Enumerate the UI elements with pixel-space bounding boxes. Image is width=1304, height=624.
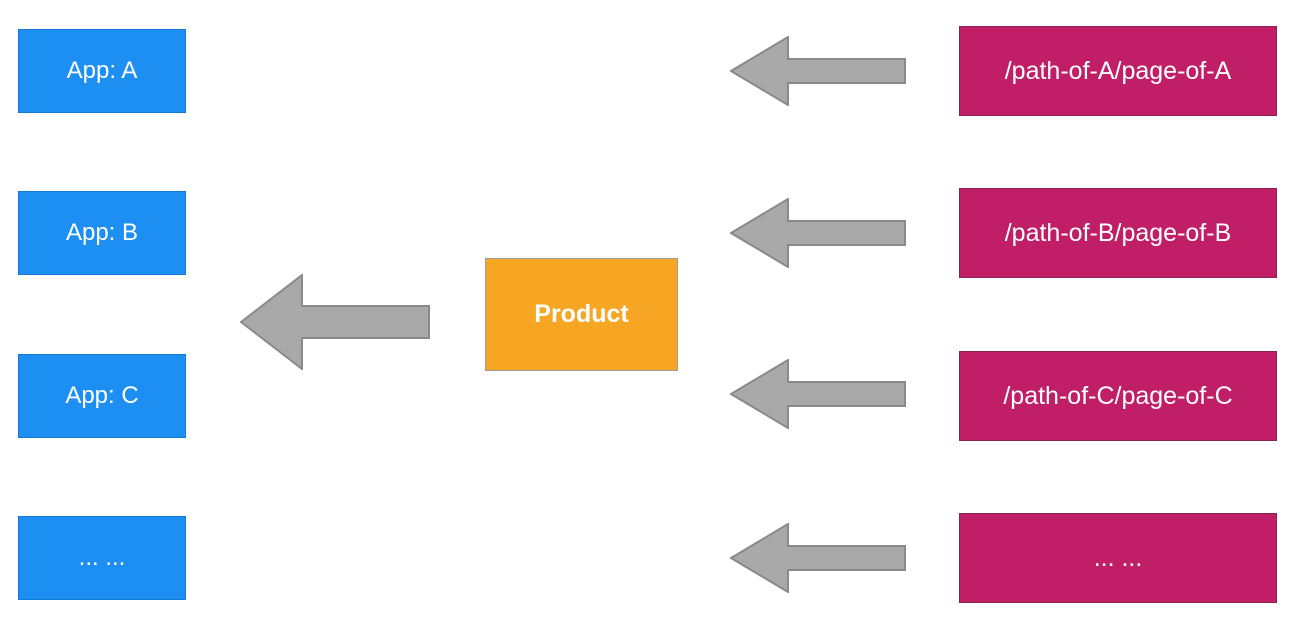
path-more-to-product-arrow-icon: [730, 523, 906, 593]
app-more-box: ... ...: [18, 516, 186, 600]
path-a-box: /path-of-A/page-of-A: [959, 26, 1277, 116]
path-a-to-product-arrow-icon: [730, 36, 906, 106]
path-more-label: ... ...: [1093, 543, 1143, 572]
app-a-box: App: A: [18, 29, 186, 113]
path-c-box: /path-of-C/page-of-C: [959, 351, 1277, 441]
app-c-label: App: C: [65, 382, 139, 409]
product-box: Product: [485, 258, 678, 371]
app-b-box: App: B: [18, 191, 186, 275]
product-label: Product: [534, 300, 629, 328]
app-b-label: App: B: [65, 219, 139, 246]
path-a-label: /path-of-A/page-of-A: [1004, 56, 1232, 85]
app-c-box: App: C: [18, 354, 186, 438]
path-c-label: /path-of-C/page-of-C: [1003, 381, 1233, 410]
product-to-apps-arrow-icon: [240, 274, 430, 370]
path-b-box: /path-of-B/page-of-B: [959, 188, 1277, 278]
path-more-box: ... ...: [959, 513, 1277, 603]
path-b-label: /path-of-B/page-of-B: [1004, 218, 1232, 247]
path-c-to-product-arrow-icon: [730, 359, 906, 429]
app-more-label: ... ...: [78, 544, 126, 571]
path-b-to-product-arrow-icon: [730, 198, 906, 268]
app-a-label: App: A: [66, 57, 138, 84]
